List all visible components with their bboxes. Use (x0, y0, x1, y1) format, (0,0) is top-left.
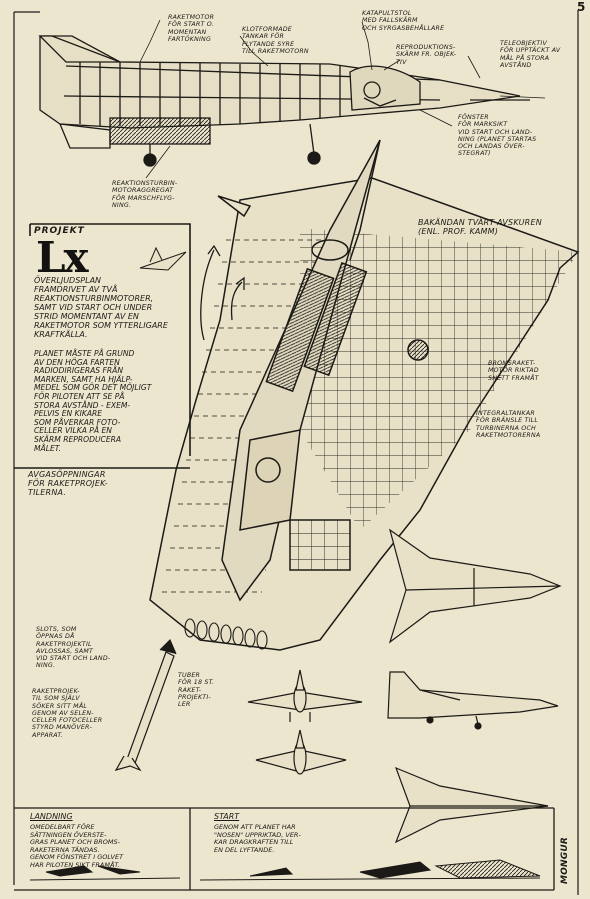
project-title-logo: Lx (36, 233, 89, 282)
side-profile-view (387, 671, 559, 730)
landing-title: LANDNING (30, 812, 73, 821)
front-view (247, 669, 363, 775)
airflow-arrows (200, 244, 245, 341)
label-katapultstol: KATAPULTSTOL MED FALLSKÄRM OCH SYRGASBEH… (362, 10, 445, 32)
label-raketmotor: RAKETMOTOR FÖR START O. MOMENTAN FARTÖKN… (168, 14, 215, 43)
label-klotformade: KLOTFORMADE TANKAR FÖR FLYTANDE SYRE TIL… (242, 26, 309, 55)
artist-signature: MONGUR (560, 837, 570, 885)
bottom-info-frames (14, 807, 555, 891)
main-cutaway-aircraft (149, 139, 580, 651)
plane-sketch-icon (139, 246, 187, 271)
start-sketch (199, 859, 541, 881)
label-raketprojektil: RAKETPROJEK- TIL SOM SJÄLV SÖKER SITT MÅ… (32, 688, 103, 739)
start-title: START (214, 812, 240, 821)
label-tuber: TUBER FÖR 18 st. RAKET- PROJEKTI- LER (178, 672, 215, 709)
label-bakandan: BAKÄNDAN TVÄRT AVSKUREN (enl. Prof. Kamm… (418, 218, 542, 237)
intro-text: ÖVERLJUDSPLAN FRAMDRIVET AV TVÅ REAKTION… (34, 276, 168, 339)
label-avgas: AVGASÖPPNINGAR FÖR RAKETPROJEK- TILERNA. (28, 470, 108, 498)
title-box-frame (14, 223, 191, 469)
page-mark: 5 (577, 0, 586, 14)
side-view-aircraft (38, 35, 546, 167)
intro-text-2: PLANET MÅSTE PÅ GRUND AV DEN HÖGA FARTEN… (34, 349, 152, 453)
label-integraltankar: INTEGRALTANKAR FÖR BRÄNSLE TILL TURBINER… (476, 410, 541, 439)
label-bromsraket: BROMSRAKET- MOTOR RIKTAD SNETT FRAMÅT (488, 360, 539, 382)
planform-top-view (388, 528, 562, 644)
landing-text: OMEDELBART FÖRE SÄTTNINGEN ÖVERSTE- GRAS… (30, 823, 124, 869)
bottom-view (394, 766, 549, 844)
landing-sketch (29, 865, 181, 881)
leader-lines-top (139, 19, 481, 179)
start-text: GENOM ATT PLANET HAR "NOSEN" UPPRIKTAD, … (214, 823, 301, 854)
label-teleobjektiv: TELEOBJEKTIV FÖR UPPTÄCKT AV MÅL PÅ STOR… (500, 40, 561, 69)
page-border (13, 10, 579, 895)
label-fonster: FÖNSTER FÖR MARKSIKT VID START OCH LAND-… (458, 114, 537, 158)
rocket-projectile (114, 638, 177, 772)
label-slots: SLOTS, SOM ÖPPNAS DÅ RAKETPROJEKTIL AVLO… (36, 626, 111, 670)
label-reaktionsturbin: REAKTIONSTURBIN- MOTORAGGREGAT FÖR MARSC… (112, 180, 178, 209)
label-reproduktion: REPRODUKTIONS- SKÄRM FR. OBJEK- TIV (396, 44, 457, 66)
project-label: PROJEKT (34, 226, 85, 236)
